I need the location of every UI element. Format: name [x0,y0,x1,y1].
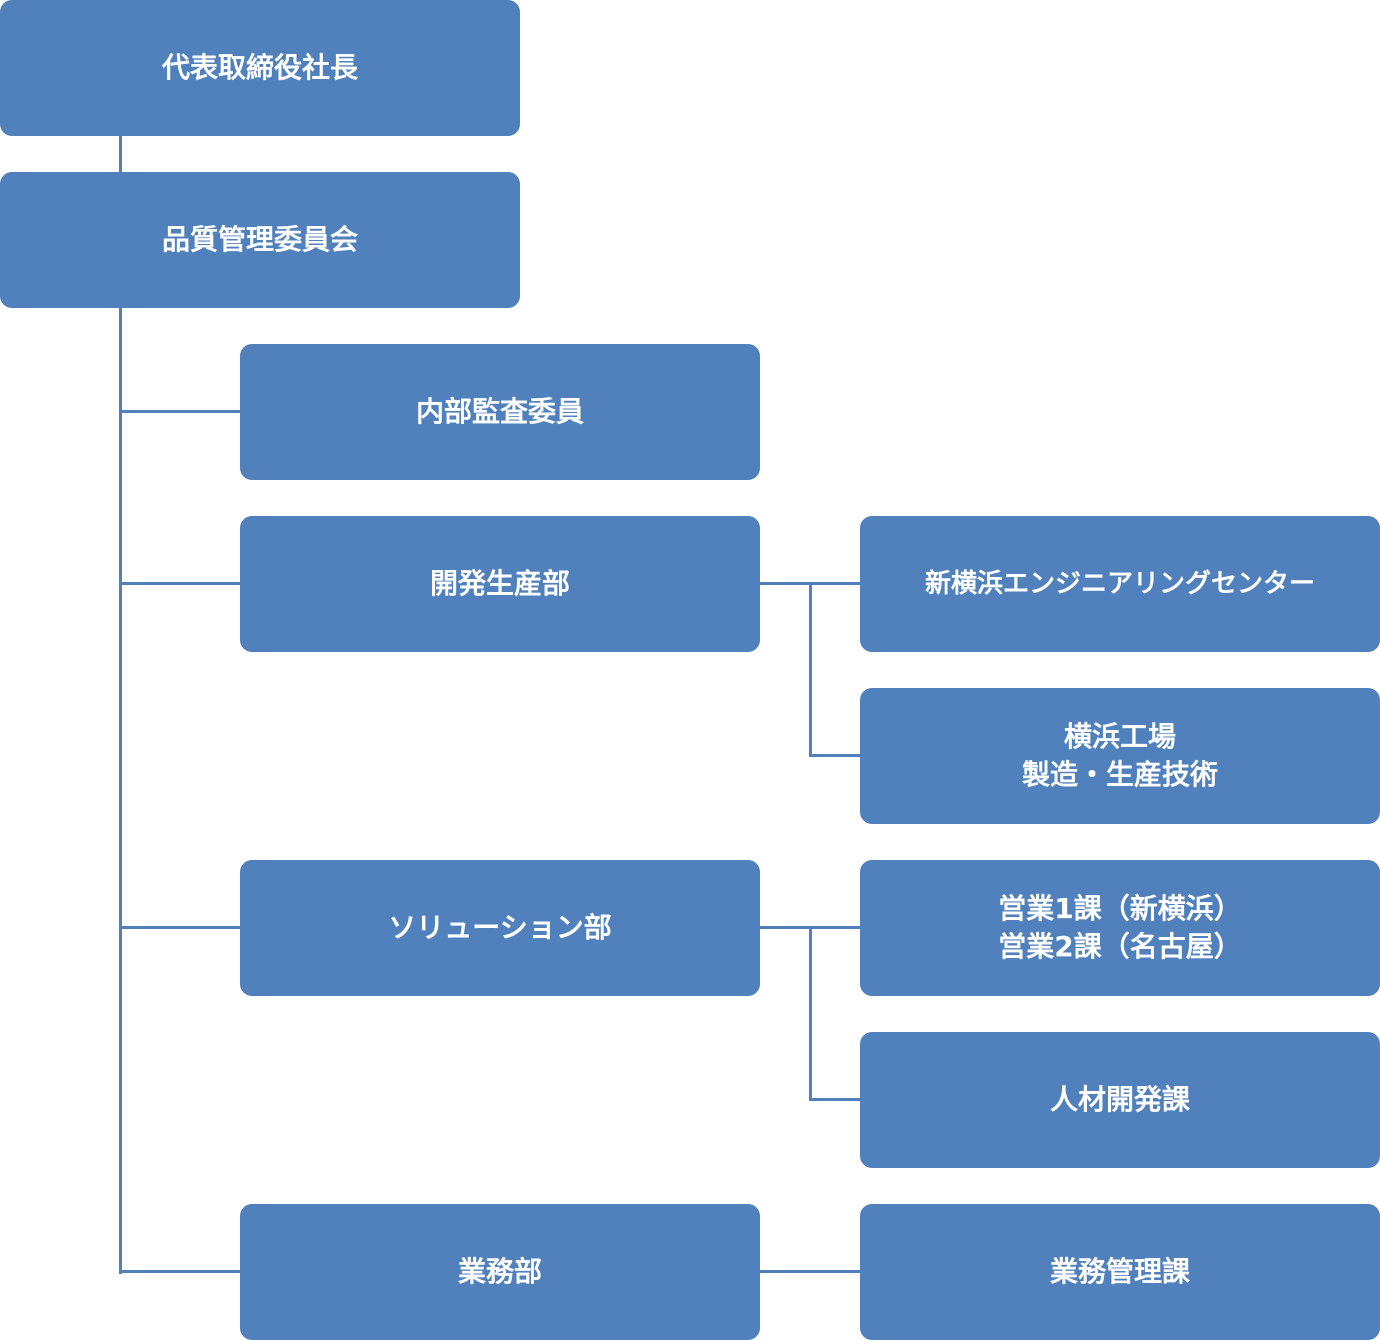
engineering-center-box: 新横浜エンジニアリングセンター [860,516,1380,652]
sales-label-line2: 営業2課（名古屋） [998,930,1242,963]
quality-committee-label: 品質管理委員会 [161,223,358,256]
yokohama-factory-label-line1: 横浜工場 [1063,720,1176,753]
hr-development-label: 人材開発課 [1049,1083,1190,1116]
hr-development-box: 人材開発課 [860,1032,1380,1168]
ceo-label: 代表取締役社長 [161,51,358,84]
dev-production-box: 開発生産部 [240,516,760,652]
connector-trunk-to-dev [119,582,240,585]
connector-trunk-to-audit [119,410,240,413]
sales-label-line1: 営業1課（新横浜） [998,892,1242,925]
quality-committee-box: 品質管理委員会 [0,172,520,308]
ceo-box: 代表取締役社長 [0,0,520,136]
yokohama-factory-label-line2: 製造・生産技術 [1021,758,1218,791]
business-box: 業務部 [240,1204,760,1340]
business-label: 業務部 [457,1255,542,1288]
connector-dev-branch-vertical [809,582,812,757]
internal-audit-box: 内部監査委員 [240,344,760,480]
connector-trunk-to-business [119,1270,240,1273]
solution-box: ソリューション部 [240,860,760,996]
engineering-center-label: 新横浜エンジニアリングセンター [924,569,1315,599]
business-management-box: 業務管理課 [860,1204,1380,1340]
connector-ceo-to-committee [119,136,122,172]
business-management-label: 業務管理課 [1049,1255,1190,1288]
yokohama-factory-box: 横浜工場 製造・生産技術 [860,688,1380,824]
solution-label: ソリューション部 [388,911,612,944]
connector-branch-to-factory [809,754,860,757]
dev-production-label: 開発生産部 [429,567,570,600]
connector-business-to-management [760,1270,860,1273]
connector-branch-to-hr [809,1098,860,1101]
connector-solution-branch-vertical [809,926,812,1101]
connector-trunk-to-solution [119,926,240,929]
sales-box: 営業1課（新横浜） 営業2課（名古屋） [860,860,1380,996]
connector-main-trunk [119,308,122,1274]
internal-audit-label: 内部監査委員 [415,395,584,428]
